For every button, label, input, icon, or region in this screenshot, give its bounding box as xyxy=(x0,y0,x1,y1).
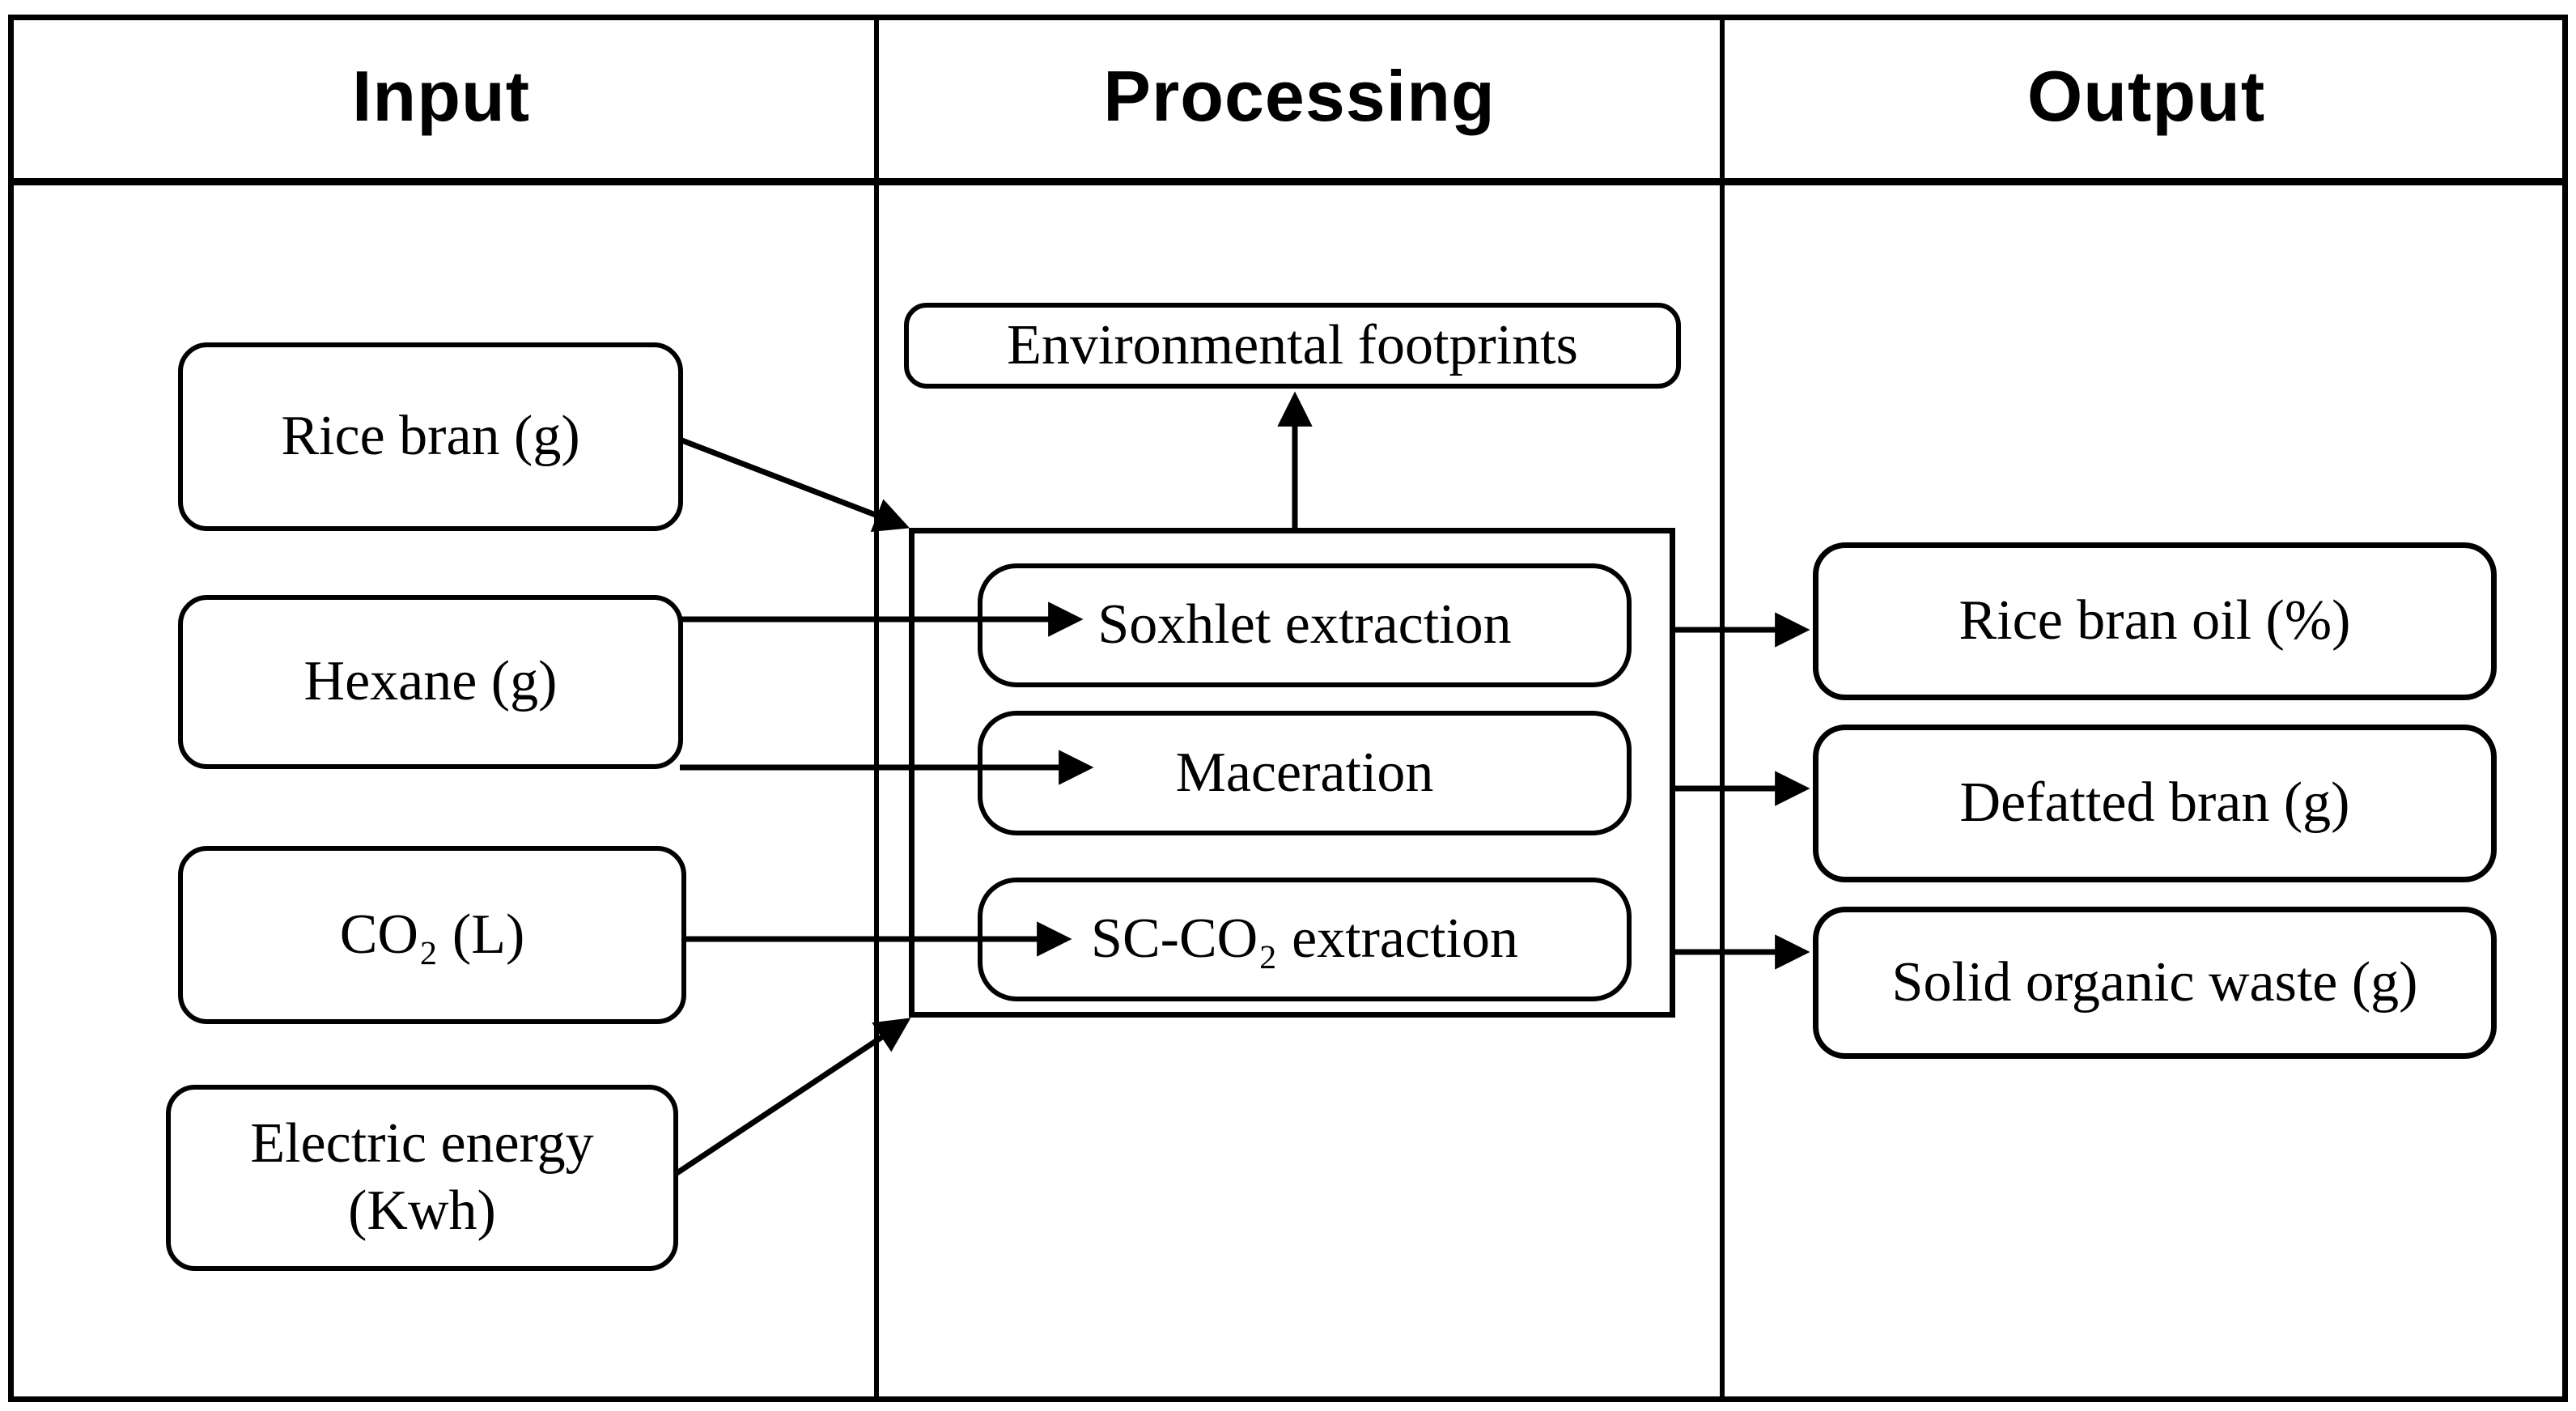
processing-node-maceration-label: Maceration xyxy=(1175,741,1434,804)
processing-node-soxhlet-extraction: Soxhlet extraction xyxy=(978,563,1632,687)
processing-node-maceration: Maceration xyxy=(978,711,1632,835)
input-node-hexane-label: Hexane (g) xyxy=(303,650,558,713)
output-node-solid-organic-waste-label: Solid organic waste (g) xyxy=(1891,950,2418,1014)
processing-node-sc-co2-extraction-label: SC-CO₂ extraction xyxy=(1091,907,1518,971)
column-divider-processing-output xyxy=(1720,15,1725,1402)
input-node-electric-energy: Electric energy (Kwh) xyxy=(166,1085,678,1271)
output-node-solid-organic-waste: Solid organic waste (g) xyxy=(1813,907,2497,1059)
input-node-electric-energy-label: Electric energy (Kwh) xyxy=(250,1112,594,1242)
output-node-defatted-bran: Defatted bran (g) xyxy=(1813,725,2497,882)
output-node-rice-bran-oil-label: Rice bran oil (%) xyxy=(1959,589,2351,652)
output-node-defatted-bran-label: Defatted bran (g) xyxy=(1959,771,2350,835)
column-header-input: Input xyxy=(8,15,874,178)
input-node-co2: CO₂ (L) xyxy=(178,846,686,1024)
output-node-rice-bran-oil: Rice bran oil (%) xyxy=(1813,542,2497,700)
input-node-hexane: Hexane (g) xyxy=(178,595,683,769)
processing-node-soxhlet-extraction-label: Soxhlet extraction xyxy=(1097,593,1512,657)
column-header-output: Output xyxy=(1725,15,2568,178)
column-header-input-label: Input xyxy=(351,56,530,136)
processing-node-sc-co2-extraction: SC-CO₂ extraction xyxy=(978,878,1632,1001)
column-divider-input-processing xyxy=(874,15,879,1402)
column-header-output-label: Output xyxy=(2026,56,2266,136)
processing-node-environmental-footprints-label: Environmental footprints xyxy=(1007,313,1578,376)
column-header-processing-label: Processing xyxy=(1103,56,1496,136)
input-node-rice-bran-label: Rice bran (g) xyxy=(281,405,580,468)
input-node-co2-label: CO₂ (L) xyxy=(339,903,525,966)
header-separator-line xyxy=(8,178,2568,185)
processing-node-environmental-footprints: Environmental footprints xyxy=(904,303,1681,389)
column-header-processing: Processing xyxy=(879,15,1720,178)
input-node-rice-bran: Rice bran (g) xyxy=(178,342,683,531)
